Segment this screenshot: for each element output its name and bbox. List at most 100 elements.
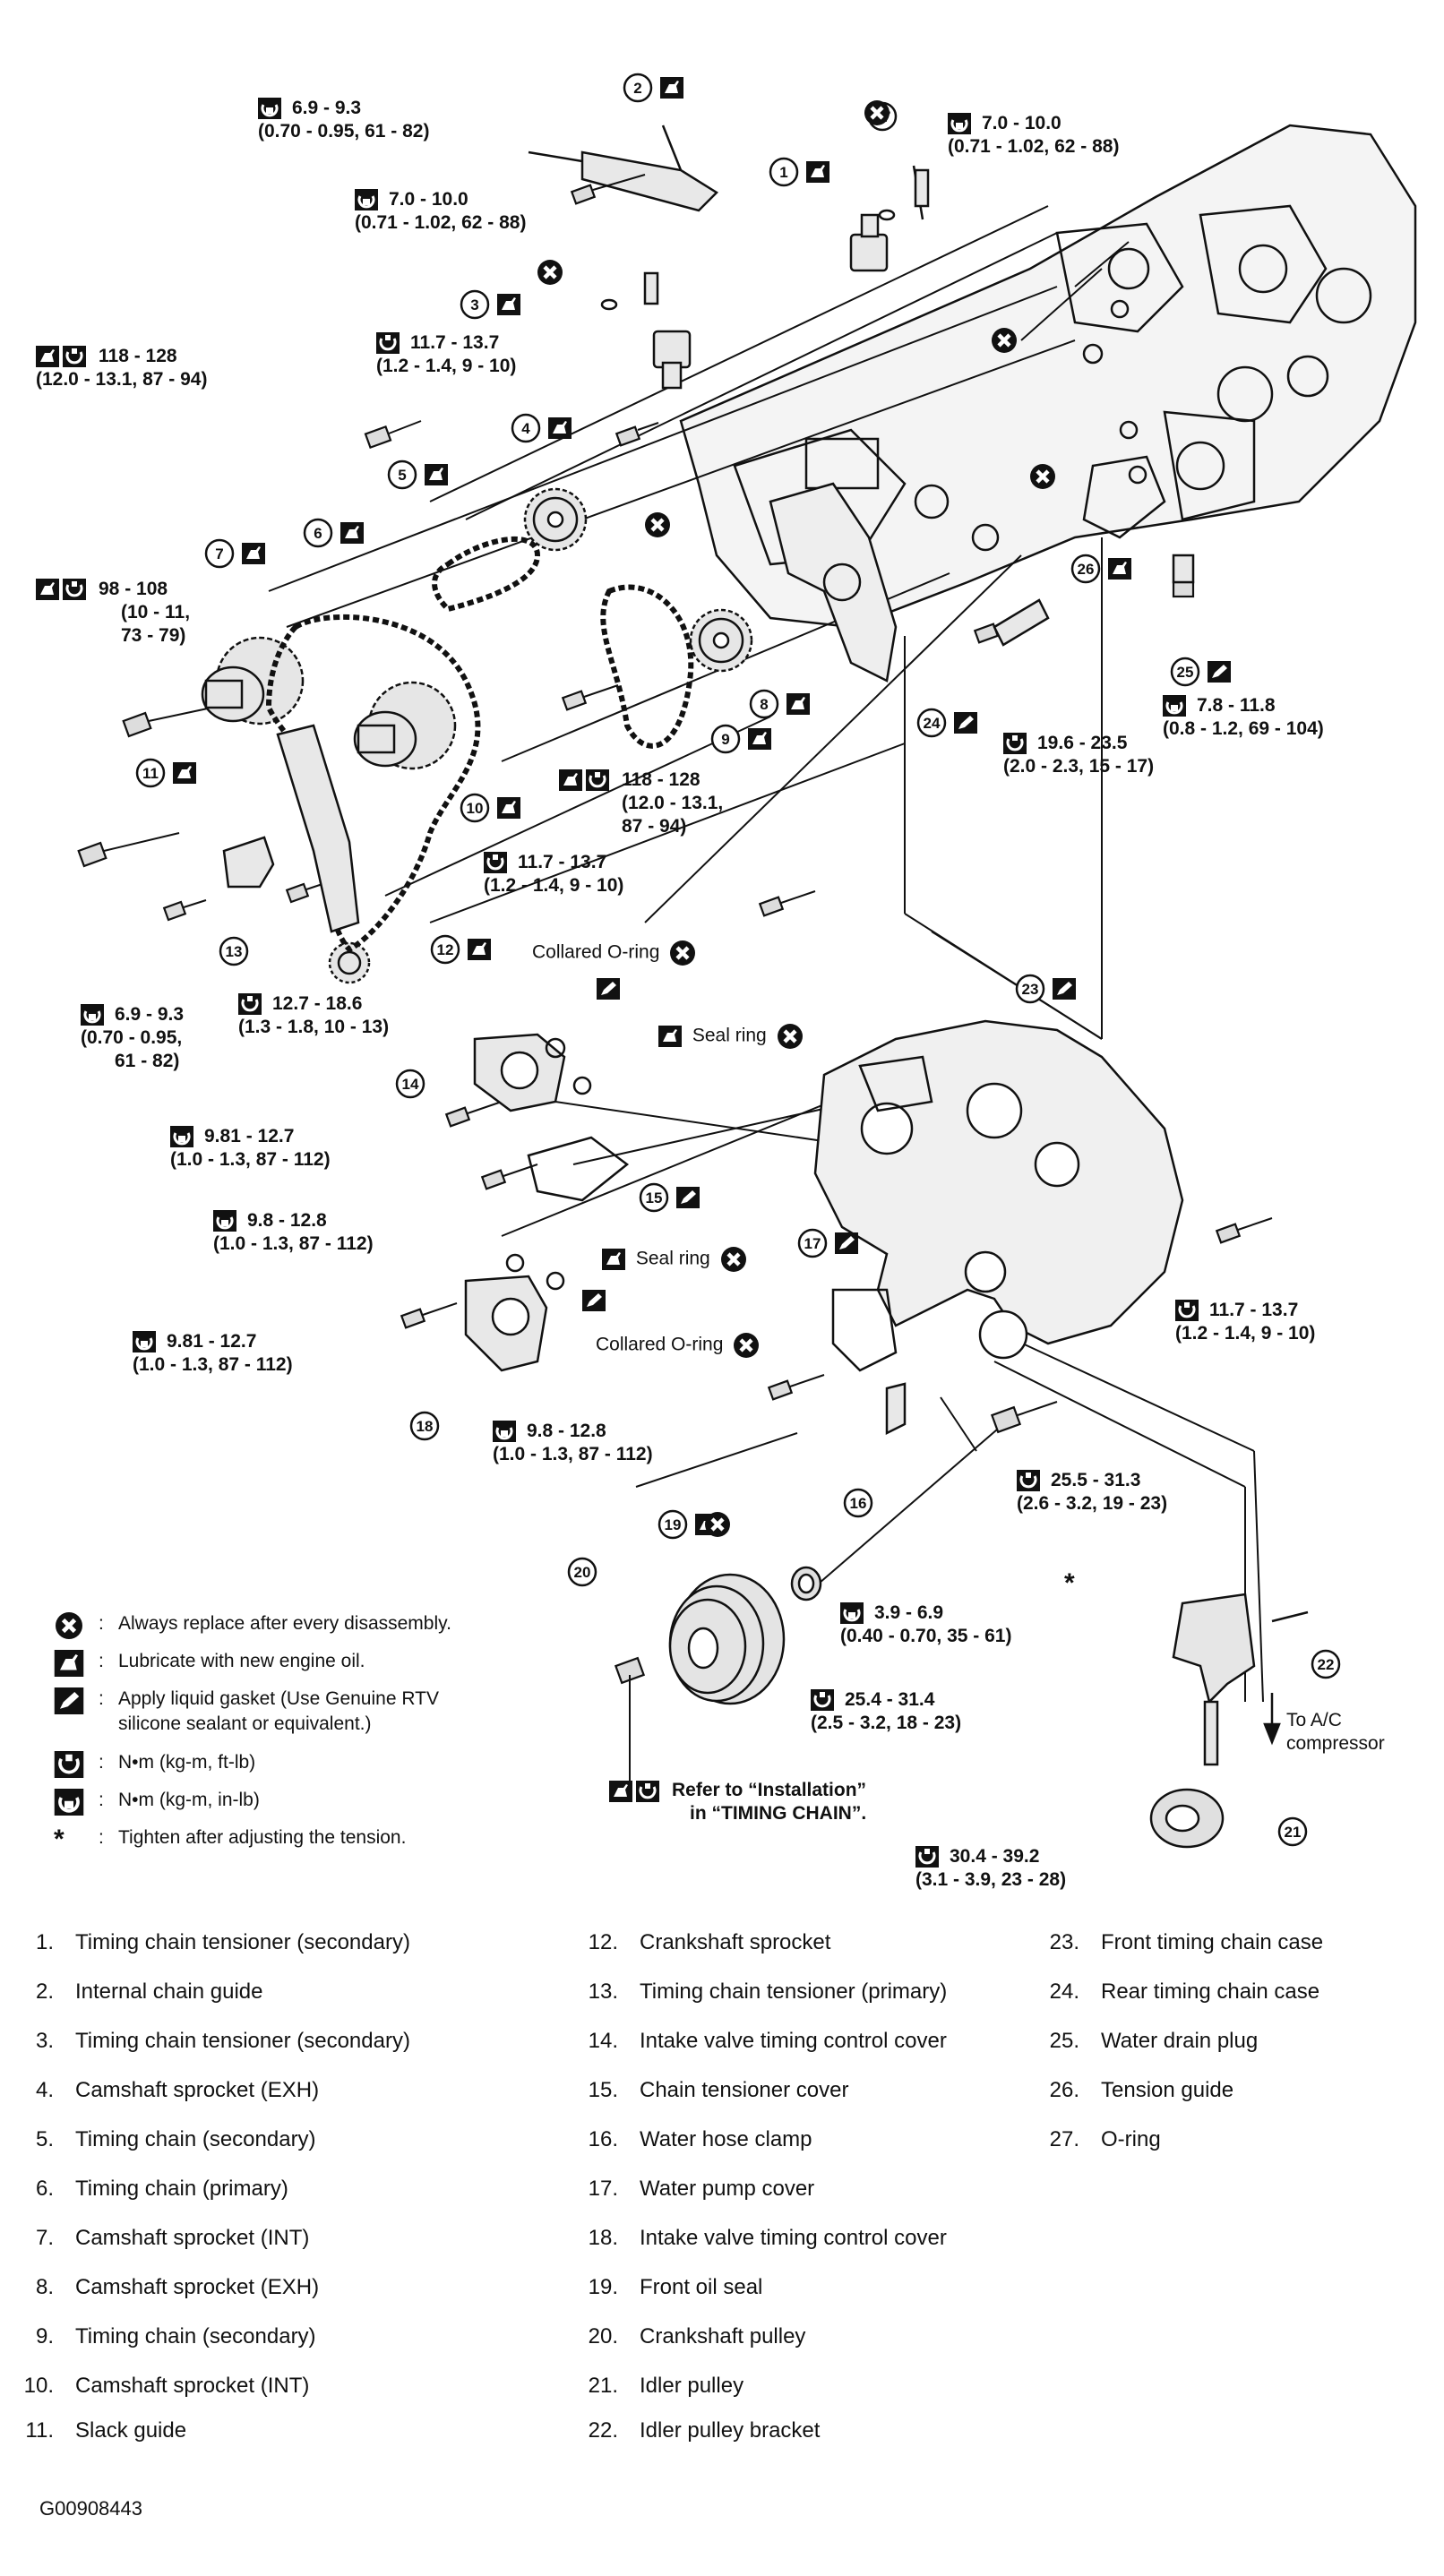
figure-code: G00908443 (39, 2497, 142, 2520)
front-oil-seal (790, 1566, 822, 1601)
part-list-name: Tension guide (1101, 2078, 1234, 2102)
part-number-bubbles (135, 73, 1341, 1847)
part-list-number: 25. (1049, 2029, 1079, 2053)
part-number-8: 8 (760, 696, 768, 713)
part-number-25: 25 (1177, 664, 1194, 681)
torque-inlb-icon (170, 1126, 193, 1147)
torque-label-5: 118 - 128 (12.0 - 13.1, 87 - 94) (36, 346, 208, 390)
torque-label-1: 6.9 - 9.3 (0.70 - 0.95, 61 - 82) (258, 98, 430, 142)
oil-can-icon (602, 1249, 625, 1270)
part-list-item: 25. Water drain plug (1044, 2029, 1259, 2054)
parts-list: 1.Timing chain tensioner (secondary)2.In… (0, 1930, 1444, 2468)
part-list-number: 21. (588, 2374, 618, 2398)
part-number-21: 21 (1285, 1824, 1302, 1841)
part-list-item: 3.Timing chain tensioner (secondary) (18, 2029, 410, 2054)
part-list-name: Intake valve timing control cover (640, 2226, 947, 2250)
intake-cover-18 (464, 1275, 548, 1372)
part-list-name: Timing chain (primary) (75, 2177, 288, 2201)
part-list-number: 27. (1049, 2127, 1079, 2151)
torque-ftlb-icon (376, 332, 400, 354)
part-number-18: 18 (417, 1418, 434, 1435)
tensioner-secondary-3 (600, 271, 692, 390)
torque-label-20: 25.4 - 31.4 (2.5 - 3.2, 18 - 23) (811, 1689, 962, 1733)
torque-label-11: 6.9 - 9.3 (0.70 - 0.95, 61 - 82) (81, 1004, 185, 1071)
liquid-gasket-icon (54, 1687, 84, 1714)
part-list-name: Idler pulley (640, 2374, 744, 2398)
asterisk-icon: * (54, 1825, 64, 1854)
torque-inlb-icon (81, 1004, 104, 1026)
torque-label-8: 19.6 - 23.5 (2.0 - 2.3, 15 - 17) (1003, 733, 1155, 777)
torque-ftlb-icon (484, 852, 507, 873)
part-list-number: 17. (588, 2177, 618, 2201)
part-list-item: 7.Camshaft sprocket (INT) (18, 2226, 309, 2251)
collared-oring-label-1: Collared O-ring (532, 940, 695, 966)
part-list-item: 1.Timing chain tensioner (secondary) (18, 1930, 410, 1955)
replace-x-icon (721, 1247, 746, 1272)
intake-cover-14 (473, 1033, 566, 1112)
torque-ftlb-icon (586, 769, 609, 791)
part-list-number: 22. (588, 2418, 618, 2443)
part-list-item: 8.Camshaft sprocket (EXH) (18, 2275, 319, 2300)
tension-guide (993, 598, 1050, 647)
crankshaft-pulley (668, 1573, 786, 1705)
torque-inlb-icon (133, 1331, 156, 1352)
part-list-number: 12. (588, 1930, 618, 1954)
leader-lines (268, 205, 1264, 1703)
part-list-item: 17.Water pump cover (582, 2177, 815, 2202)
refer-installation-note: Refer to “Installation” in “TIMING CHAIN… (609, 1779, 866, 1825)
part-list-name: Intake valve timing control cover (640, 2029, 947, 2053)
part-number-20: 20 (574, 1564, 591, 1581)
part-list-name: Front oil seal (640, 2275, 763, 2299)
torque-inlb-icon (355, 189, 378, 210)
torque-inlb-icon (948, 113, 971, 134)
part-list-item: 22.Idler pulley bracket (582, 2418, 821, 2443)
part-number-17: 17 (804, 1235, 821, 1252)
part-list-item: 13.Timing chain tensioner (primary) (582, 1979, 948, 2005)
replace-x-icon (670, 940, 695, 966)
part-list-name: Crankshaft pulley (640, 2324, 806, 2348)
part-list-item: 10. Camshaft sprocket (INT) (18, 2374, 310, 2399)
part-list-number: 15. (588, 2078, 618, 2102)
to-ac-label: To A/C compressor (1286, 1710, 1385, 1754)
part-list-item: 15. Chain tensioner cover (582, 2078, 849, 2103)
bolts (77, 184, 1242, 1685)
part-list-number: 5. (35, 2127, 54, 2151)
part-number-11: 11 (142, 765, 159, 782)
part-list-item: 12.Crankshaft sprocket (582, 1930, 831, 1955)
part-number-text: 2 1 3 4 5 6 7 8 9 10 11 12 13 14 15 16 1… (142, 80, 1334, 1841)
part-list-number: 7. (35, 2226, 54, 2250)
torque-label-14: 9.8 - 12.8 (1.0 - 1.3, 87 - 112) (213, 1210, 374, 1254)
part-list-number: 3. (35, 2029, 54, 2053)
part-list-number: 13. (588, 1979, 618, 2004)
water-drain-plug (1172, 554, 1195, 584)
part-list-name: Camshaft sprocket (EXH) (75, 2078, 320, 2102)
collared-oring-label-2: Collared O-ring (596, 1333, 759, 1358)
part-list-name: Water drain plug (1101, 2029, 1259, 2053)
part-list-name: Front timing chain case (1101, 1930, 1324, 1954)
part-list-item: 14.Intake valve timing control cover (582, 2029, 947, 2054)
part-number-12: 12 (437, 941, 454, 958)
part-number-14: 14 (402, 1076, 419, 1093)
torque-inlb-icon (493, 1421, 516, 1442)
part-list-number: 19. (588, 2275, 618, 2299)
part-list-item: 11.Slack guide (18, 2418, 186, 2443)
part-list-number: 10. (23, 2374, 54, 2398)
part-list-name: Camshaft sprocket (INT) (75, 2374, 310, 2398)
part-list-name: Chain tensioner cover (640, 2078, 849, 2102)
part-list-item: 23. Front timing chain case (1044, 1930, 1323, 1955)
seal-ring-label-1: Seal ring (658, 1024, 803, 1049)
torque-label-13: 9.81 - 12.7 (1.0 - 1.3, 87 - 112) (170, 1126, 331, 1170)
part-list-item: 27.O-ring (1044, 2127, 1161, 2152)
part-number-7: 7 (215, 545, 223, 562)
torque-label-9: 118 - 128 (12.0 - 13.1, 87 - 94) (559, 769, 723, 838)
tensioner-primary (222, 836, 275, 889)
torque-label-19: 3.9 - 6.9 (0.40 - 0.70, 35 - 61) (840, 1602, 1012, 1646)
part-number-1: 1 (779, 164, 787, 181)
torque-inlb-icon (258, 98, 281, 119)
part-list-item: 19. Front oil seal (582, 2275, 763, 2300)
part-list-item: 18.Intake valve timing control cover (582, 2226, 947, 2251)
part-list-item: 26.Tension guide (1044, 2078, 1234, 2103)
torque-label-2: 7.0 - 10.0 (0.71 - 1.02, 62 - 88) (948, 113, 1120, 157)
torque-ftlb-icon (63, 579, 86, 600)
part-list-number: 23. (1049, 1930, 1079, 1954)
